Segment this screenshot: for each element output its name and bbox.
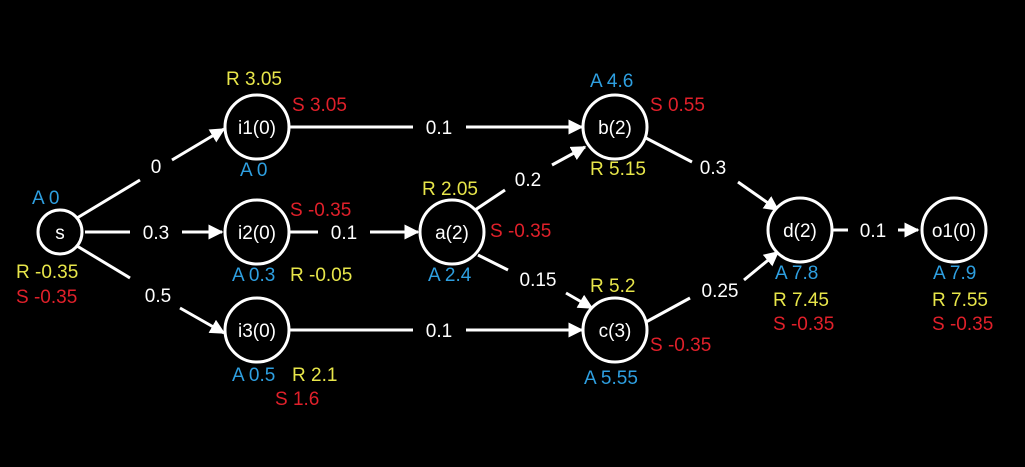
node-i2-a-value: A 0.3 — [232, 265, 275, 286]
node-b-r-value: R 5.15 — [590, 159, 646, 180]
edge-a-c — [477, 253, 509, 272]
edge-s-i1 — [76, 178, 141, 220]
edge-s-i3 — [76, 244, 131, 280]
edge-label-c-d: 0.25 — [702, 281, 739, 302]
node-i1-a-value: A 0 — [240, 160, 267, 181]
node-a: a(2) R 2.05 S -0.35 A 2.4 — [418, 179, 551, 286]
edge-a-b — [474, 188, 506, 212]
node-i3-a-value: A 0.5 — [232, 365, 275, 386]
node-i3-label: i3(0) — [238, 321, 276, 342]
node-a-label: a(2) — [435, 223, 469, 244]
node-i1-label: i1(0) — [238, 118, 276, 139]
node-d-label: d(2) — [783, 221, 817, 242]
node-i2: i2(0) S -0.35 A 0.3 R -0.05 — [223, 198, 352, 286]
edge-label-a-b: 0.2 — [515, 170, 541, 191]
node-c-r-value: R 5.2 — [590, 276, 635, 297]
node-i2-circle — [223, 198, 291, 266]
node-i3-s-value: S 1.6 — [275, 389, 319, 410]
edge-label-i3-c: 0.1 — [426, 321, 452, 342]
node-o1-s-value: S -0.35 — [932, 314, 993, 335]
node-d-a-value: A 7.8 — [775, 263, 818, 284]
node-s-r-value: R -0.35 — [16, 262, 78, 283]
edge-a-c-arrow — [565, 291, 594, 310]
node-i3-circle — [223, 296, 291, 364]
node-o1-label: o1(0) — [932, 221, 976, 242]
edge-label-i2-a: 0.1 — [331, 223, 357, 244]
node-i3-r-value: R 2.1 — [292, 365, 337, 386]
node-c-a-value: A 5.55 — [584, 368, 638, 389]
edge-c-d-arrow — [743, 250, 780, 282]
node-s-a-value: A 0 — [32, 188, 59, 209]
edge-label-i1-b: 0.1 — [426, 118, 452, 139]
node-d: d(2) A 7.8 R 7.45 S -0.35 — [766, 196, 834, 335]
node-s-s-value: S -0.35 — [16, 287, 77, 308]
node-i1: i1(0) R 3.05 S 3.05 A 0 — [223, 69, 347, 181]
edge-s-i3-arrow — [179, 306, 226, 335]
node-o1-a-value: A 7.9 — [933, 263, 976, 284]
node-c-label: c(3) — [599, 321, 632, 342]
edge-c-d — [645, 296, 691, 324]
node-i2-label: i2(0) — [238, 223, 276, 244]
node-b: b(2) A 4.6 S 0.55 R 5.15 — [581, 71, 705, 180]
node-b-s-value: S 0.55 — [650, 95, 705, 116]
node-c: c(3) R 5.2 S -0.35 A 5.55 — [581, 276, 711, 389]
node-i3: i3(0) A 0.5 R 2.1 S 1.6 — [223, 296, 337, 410]
node-s: s A 0 R -0.35 S -0.35 — [16, 188, 84, 308]
node-s-label: s — [55, 223, 65, 244]
edges: 0 0.3 0.5 0.1 0.1 0.1 0.2 0.15 0.3 — [76, 118, 920, 342]
edge-label-b-d: 0.3 — [700, 158, 726, 179]
node-i2-s-value: S -0.35 — [290, 200, 351, 221]
edge-s-i1-arrow — [171, 127, 226, 162]
node-b-label: b(2) — [598, 118, 632, 139]
node-d-circle — [766, 196, 834, 264]
edge-label-a-c: 0.15 — [520, 270, 557, 291]
node-a-r-value: R 2.05 — [422, 179, 478, 200]
node-b-circle — [581, 93, 649, 161]
node-c-s-value: S -0.35 — [650, 335, 711, 356]
node-o1: o1(0) A 7.9 R 7.55 S -0.35 — [920, 196, 993, 335]
node-a-a-value: A 2.4 — [428, 265, 472, 286]
node-i2-r-value: R -0.05 — [290, 265, 352, 286]
edge-label-d-o1: 0.1 — [860, 221, 886, 242]
node-i1-r-value: R 3.05 — [226, 69, 282, 90]
edge-label-s-i2: 0.3 — [143, 223, 169, 244]
edge-a-b-arrow — [551, 145, 587, 167]
nodes: s A 0 R -0.35 S -0.35 i1(0) R 3.05 S 3.0… — [16, 69, 993, 410]
node-c-circle — [581, 296, 649, 364]
node-o1-r-value: R 7.55 — [932, 290, 988, 311]
node-b-a-value: A 4.6 — [590, 71, 633, 92]
node-a-circle — [418, 198, 486, 266]
edge-label-s-i3: 0.5 — [145, 286, 171, 307]
edge-b-d — [643, 135, 693, 164]
edge-label-s-i1: 0 — [151, 157, 162, 178]
edge-b-d-arrow — [737, 180, 780, 212]
node-d-s-value: S -0.35 — [773, 314, 834, 335]
node-o1-circle — [920, 196, 988, 264]
node-i1-circle — [223, 93, 291, 161]
node-d-r-value: R 7.45 — [773, 290, 829, 311]
node-s-circle — [36, 208, 84, 256]
node-i1-s-value: S 3.05 — [292, 95, 347, 116]
node-a-s-value: S -0.35 — [490, 221, 551, 242]
